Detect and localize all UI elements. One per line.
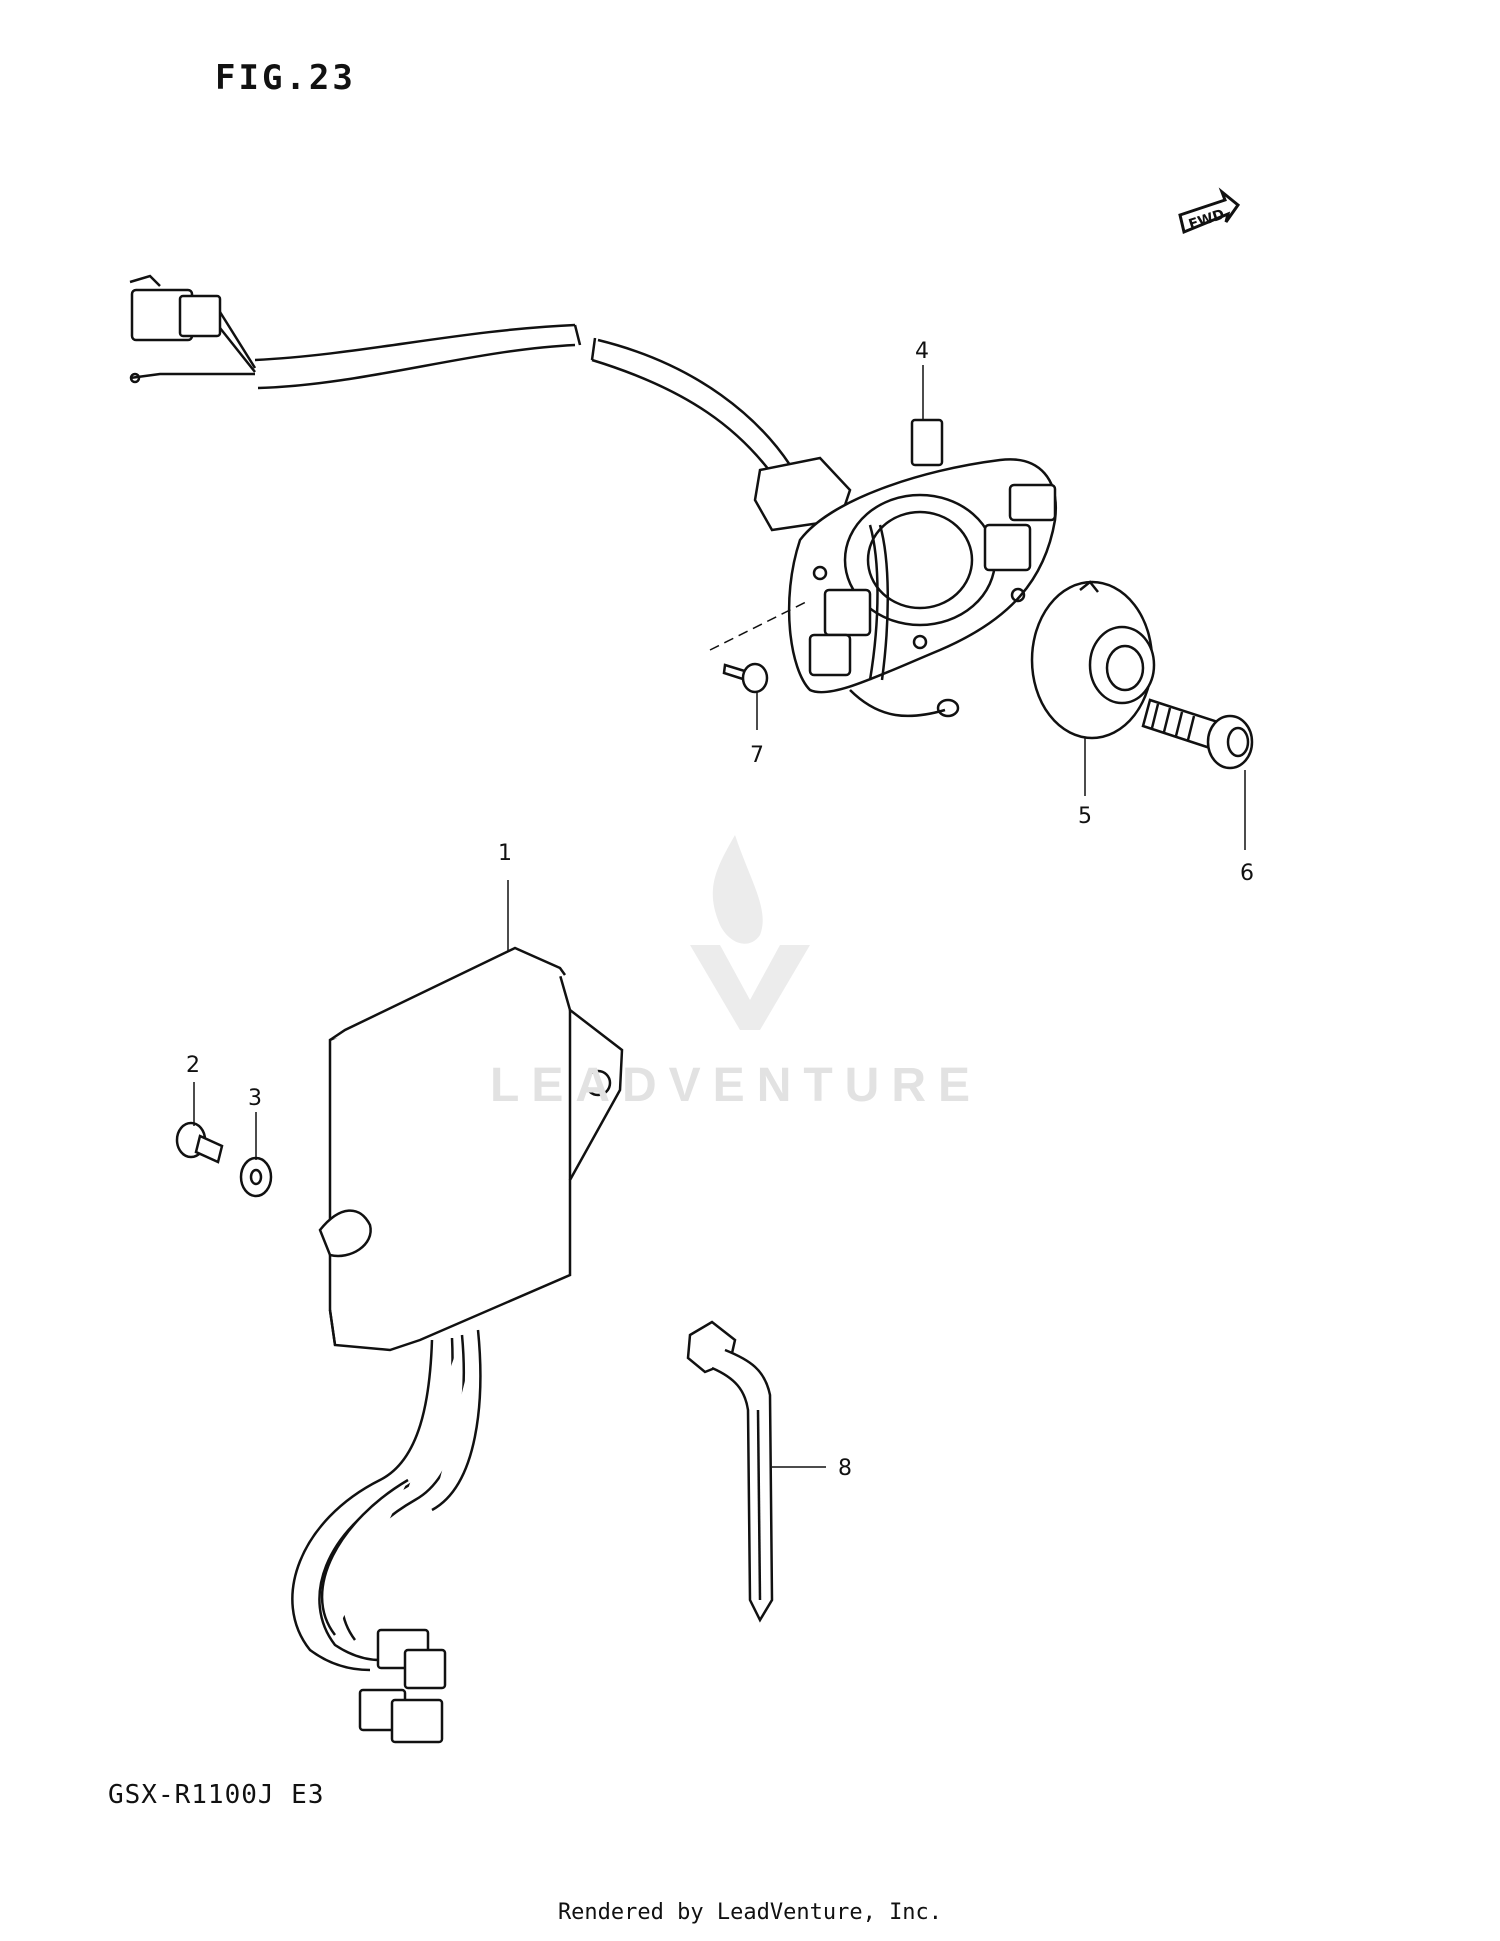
watermark-text: LEADVENTURE	[490, 1059, 983, 1112]
figure-title: FIG.23	[215, 58, 356, 98]
bolt-part-6	[1141, 698, 1254, 770]
washer-part-3	[239, 1156, 273, 1198]
model-code: GSX-R1100J E3	[108, 1780, 325, 1810]
fwd-arrow-icon: FWD	[1178, 187, 1241, 235]
pickup-coil-assembly	[129, 274, 1057, 718]
callout-4: 4	[915, 339, 929, 364]
watermark-logo	[690, 835, 810, 1030]
callout-8: 8	[838, 1456, 852, 1481]
callout-5: 5	[1078, 804, 1092, 829]
signal-rotor-part-5	[1030, 580, 1156, 740]
ignitor-unit-part-1	[291, 946, 624, 1744]
cable-tie-part-8	[686, 1320, 774, 1623]
screw-part-7	[722, 662, 769, 694]
callout-6: 6	[1240, 861, 1254, 886]
callout-2: 2	[186, 1053, 200, 1078]
screw-part-2	[175, 1121, 224, 1164]
footer-credit: Rendered by LeadVenture, Inc.	[557, 1900, 943, 1925]
callout-1: 1	[498, 841, 512, 866]
callout-leaders	[193, 365, 1246, 1468]
callout-7: 7	[750, 743, 764, 768]
callout-3: 3	[248, 1086, 262, 1111]
